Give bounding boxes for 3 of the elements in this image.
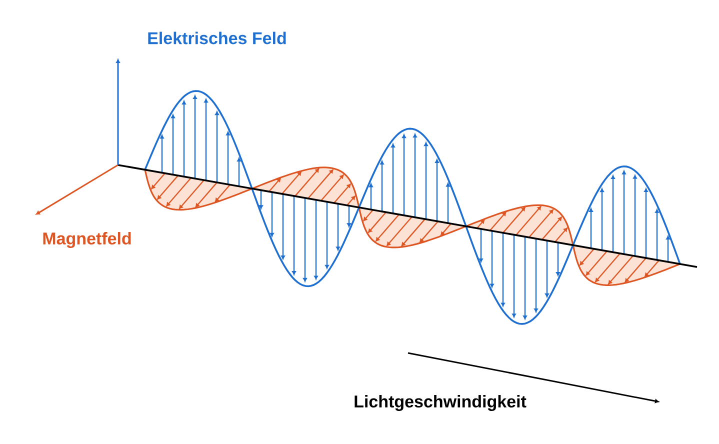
axis-label: Magnetfeld: [43, 232, 131, 248]
axis-label: Elektrisches Feld: [148, 32, 286, 44]
axis-label: Lichtgeschwindigkeit: [354, 395, 526, 411]
